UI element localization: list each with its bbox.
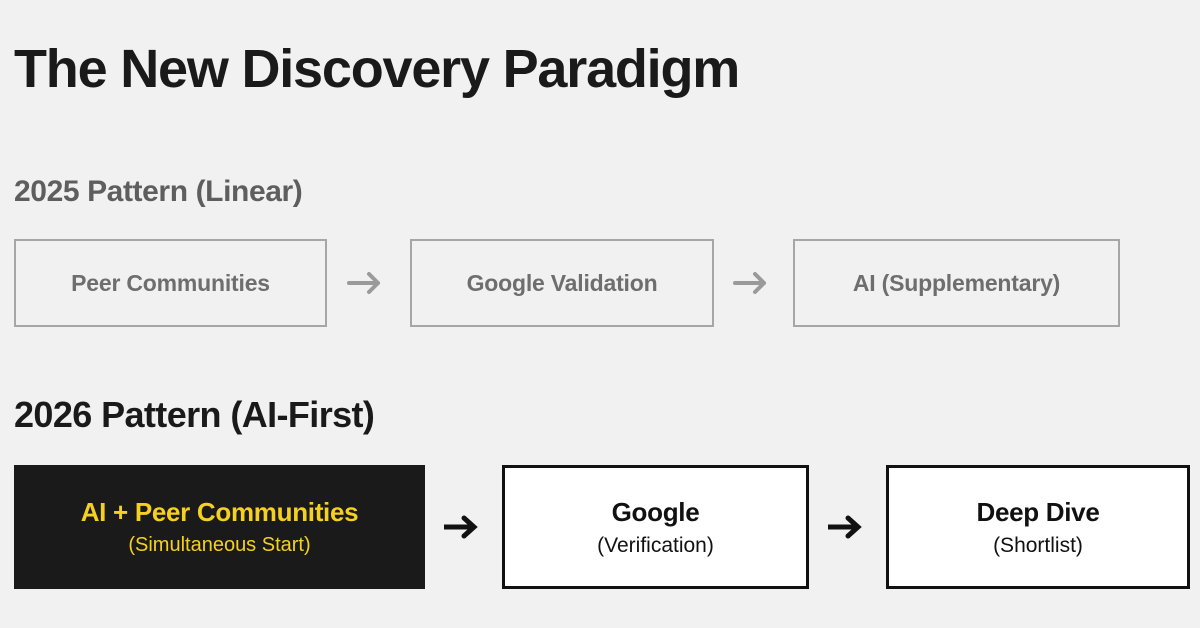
flow-step-google-validation: Google Validation xyxy=(410,239,714,327)
arrow-right-icon xyxy=(430,465,494,589)
flow-step-sublabel: (Simultaneous Start) xyxy=(128,534,311,556)
flow-step-label: Google Validation xyxy=(466,269,658,296)
page-title: The New Discovery Paradigm xyxy=(14,39,740,99)
section-heading-2026: 2026 Pattern (AI-First) xyxy=(14,394,375,435)
flow-step-label: Peer Communities xyxy=(71,269,270,296)
flow-step-label: AI (Supplementary) xyxy=(852,269,1061,296)
flow-step-ai-supplementary: AI (Supplementary) xyxy=(793,239,1120,327)
flow-step-label: AI + Peer Communities xyxy=(80,497,359,527)
flow-step-sublabel: (Shortlist) xyxy=(993,533,1083,557)
flow-row-2025: Peer Communities Google Validation AI (S… xyxy=(14,239,1120,327)
arrow-right-icon xyxy=(814,465,878,589)
flow-step-peer-communities: Peer Communities xyxy=(14,239,327,327)
arrow-right-icon xyxy=(337,239,397,327)
flow-step-deep-dive: Deep Dive (Shortlist) xyxy=(886,465,1190,589)
flow-row-2026: AI + Peer Communities (Simultaneous Star… xyxy=(14,465,1190,589)
flow-step-sublabel: (Verification) xyxy=(597,533,714,557)
flow-step-label: Deep Dive xyxy=(976,496,1100,527)
flow-step-google: Google (Verification) xyxy=(502,465,809,589)
flow-step-ai-plus-peer-communities: AI + Peer Communities (Simultaneous Star… xyxy=(14,465,425,589)
arrow-right-icon xyxy=(723,239,783,327)
section-heading-2025: 2025 Pattern (Linear) xyxy=(14,175,303,208)
flow-step-label: Google xyxy=(611,496,700,527)
